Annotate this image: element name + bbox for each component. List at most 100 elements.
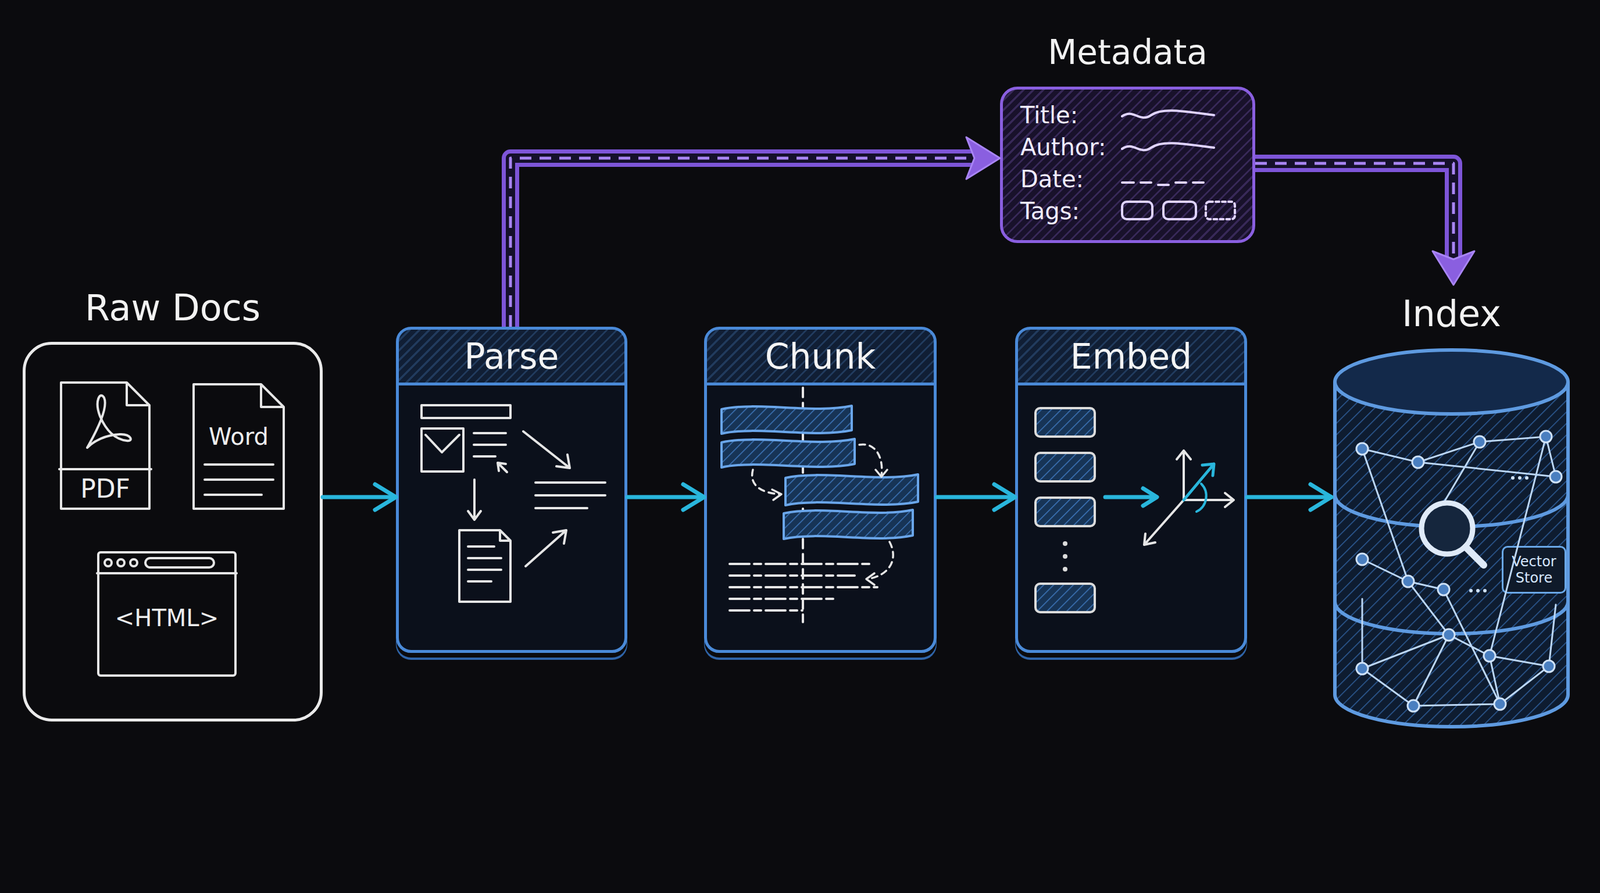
sketch-circle <box>1511 476 1515 480</box>
node-text: Raw Docs <box>0 279 346 338</box>
node-text: Vector Store <box>1503 553 1565 587</box>
arrow-head <box>1432 251 1475 285</box>
node-text: Tags: <box>1020 196 1080 226</box>
sketch-path <box>523 431 570 469</box>
sketch-path <box>867 541 894 580</box>
sketch-circle <box>1540 430 1552 443</box>
node-text: Title: <box>1020 100 1078 130</box>
sketch-rect <box>1035 452 1095 482</box>
pipe-dash <box>1255 163 1454 259</box>
arrow-line <box>322 495 396 500</box>
sketch-g <box>1144 450 1234 545</box>
sketch-circle <box>130 559 138 567</box>
sketch-path <box>1362 581 1556 706</box>
sketch-circle <box>1443 629 1455 641</box>
sketch-path <box>1465 547 1484 566</box>
sketch-path <box>1362 436 1556 656</box>
arrow-line <box>936 495 1016 500</box>
sketch-path <box>459 530 511 602</box>
sketch-path <box>97 572 237 575</box>
sketch-rect <box>1035 408 1095 437</box>
sketch-circle <box>1412 456 1424 469</box>
sketch-path <box>535 482 606 509</box>
vector-points <box>1356 430 1562 712</box>
node-text: Author: <box>1020 132 1106 162</box>
source-group: PDFWord<HTML>Raw Docs <box>22 279 323 722</box>
process-box: Chunk <box>704 326 937 653</box>
html-window-icon: <HTML> <box>97 551 237 677</box>
cylinder-band <box>1334 494 1569 527</box>
sketch-path <box>801 387 805 623</box>
sketch-circle <box>1525 476 1529 480</box>
node-text: Word <box>191 423 286 450</box>
metadata-card: MetadataTitle:Author:Date:Tags: <box>1000 23 1256 244</box>
sketch-path <box>59 468 152 471</box>
parse-illustration <box>421 405 606 602</box>
flow-connector <box>1247 484 1332 510</box>
sketch-path <box>425 434 460 453</box>
sketch-path <box>1122 110 1214 118</box>
arrow-head <box>1310 484 1332 510</box>
sketch-path <box>1144 500 1184 545</box>
sketch-path <box>1122 182 1204 185</box>
flow-connector <box>1255 163 1475 285</box>
sketch-path <box>87 395 131 448</box>
sketch-circle <box>1402 575 1414 588</box>
flow-connector <box>322 484 396 510</box>
arrow-head <box>683 484 705 510</box>
cylinder-top <box>1334 350 1569 414</box>
node-text: Parse <box>398 329 625 384</box>
sketch-circle <box>1473 436 1486 448</box>
sketch-path <box>875 469 888 477</box>
sketch-circle <box>1437 583 1450 596</box>
page-fold <box>261 384 284 407</box>
arrow-line <box>627 495 705 500</box>
sketch-rect <box>1122 201 1153 220</box>
pipe-dash <box>510 158 974 327</box>
sketch-path <box>866 573 875 585</box>
sketch-circle <box>1356 443 1369 455</box>
sketch-path <box>497 462 507 473</box>
sketch-circle <box>1356 553 1369 566</box>
arrow-head <box>966 137 1000 180</box>
sketch-path <box>1105 488 1157 506</box>
flow-connector <box>936 484 1016 510</box>
sketch-rect <box>1205 201 1235 220</box>
sketch-circle <box>1518 476 1522 480</box>
sketch-circle <box>1494 698 1506 710</box>
sketch-circle <box>117 559 125 567</box>
sketch-circle <box>1483 650 1496 662</box>
cylinder-outline <box>1331 347 1572 730</box>
sketch-path <box>785 474 919 506</box>
sketch-circle <box>1062 554 1068 559</box>
sketch-path <box>1183 463 1214 500</box>
word-lines <box>204 464 274 495</box>
node-text: Index <box>1308 284 1595 344</box>
flow-connector <box>510 137 1000 327</box>
sketch-circle <box>1476 588 1480 593</box>
process-box: Embed <box>1015 326 1248 653</box>
sketch-path <box>525 530 567 567</box>
arrow-line <box>1247 495 1332 500</box>
sketch-rect <box>1035 497 1095 527</box>
sketch-path <box>473 433 506 457</box>
store-tag: Vector Store <box>1501 545 1567 594</box>
arrow-head <box>375 484 396 510</box>
sketch-g <box>772 469 888 585</box>
sketch-circle <box>1550 470 1562 483</box>
process-box: Parse <box>395 326 628 653</box>
embed-illustration <box>1035 408 1234 613</box>
page-fold <box>126 382 150 406</box>
sketch-path <box>204 464 274 495</box>
node-text: Chunk <box>706 329 934 384</box>
sketch-circle <box>1543 660 1555 673</box>
node-text: <HTML> <box>99 604 235 632</box>
pipe-outer <box>510 158 974 327</box>
pipe-inner <box>510 158 974 327</box>
sketch-path <box>1196 483 1207 512</box>
node-text: Embed <box>1018 329 1245 384</box>
sketch-rect <box>1035 583 1095 613</box>
